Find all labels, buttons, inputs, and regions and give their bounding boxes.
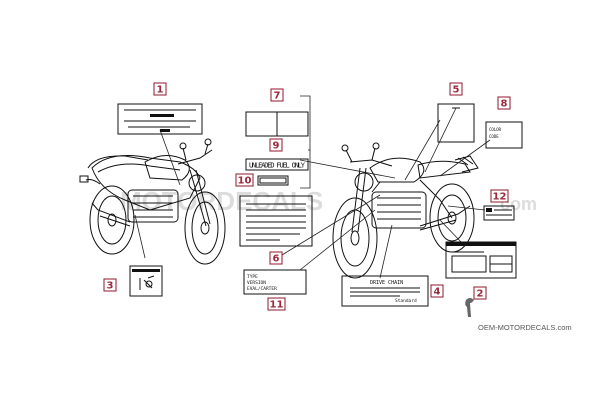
decal-8-code: CODE [489, 134, 499, 139]
callout-1: 1 [153, 82, 167, 96]
brand-logo: OEM-MOTORDECALS.com [465, 298, 572, 332]
callout-3-label: 3 [107, 281, 114, 292]
callout-3: 3 [103, 278, 117, 292]
decal-6 [239, 195, 313, 247]
callout-10-label: 10 [238, 176, 252, 187]
decal-4-standard: Standard [395, 298, 417, 304]
decal-9: UNLEADED FUEL ONLY [245, 158, 309, 171]
callout-4-label: 4 [434, 287, 441, 298]
callout-12-label: 12 [493, 192, 507, 203]
decal-11-type: TYPE [247, 274, 258, 280]
callout-11: 11 [267, 297, 286, 311]
decal-11-version: VERSION [247, 280, 266, 286]
callout-10: 10 [235, 173, 254, 187]
callout-2-label: 2 [477, 289, 484, 300]
callout-6-label: 6 [273, 254, 280, 265]
brand-figure-icon [465, 298, 474, 317]
callout-5: 5 [449, 82, 463, 96]
decal-1 [117, 103, 203, 135]
callout-8-label: 8 [501, 99, 508, 110]
decal-4-title: DRIVE CHAIN [370, 280, 403, 286]
decal-2 [445, 241, 517, 279]
callout-4: 4 [430, 284, 444, 298]
callout-7: 7 [270, 88, 284, 102]
decal-8: COLOR CODE [485, 121, 523, 149]
motorcycle-right-illustration [332, 142, 479, 279]
decal-7 [245, 111, 309, 137]
callout-2: 2 [473, 286, 487, 300]
callout-9-label: 9 [273, 141, 280, 152]
callout-12: 12 [490, 189, 509, 203]
callout-11-label: 11 [270, 300, 284, 311]
callout-8: 8 [497, 96, 511, 110]
callout-7-label: 7 [274, 91, 281, 102]
decal-3 [129, 265, 163, 297]
brand-site-text: OEM-MOTORDECALS.com [478, 323, 572, 332]
decal-8-color: COLOR [489, 127, 502, 132]
decal-11: TYPE VERSION EVAL/CARTER [243, 269, 307, 295]
watermark-left: MOTORDECALS [120, 186, 323, 216]
decal-12 [483, 205, 515, 221]
decal-5 [437, 103, 475, 143]
callout-5-label: 5 [453, 85, 460, 96]
watermark-right: com [500, 194, 537, 214]
callout-1-label: 1 [157, 85, 164, 96]
callout-6: 6 [269, 251, 283, 265]
leader-lines [134, 95, 491, 279]
decal-9-text: UNLEADED FUEL ONLY [249, 162, 306, 170]
decal-11-cc: EVAL/CARTER [247, 286, 277, 292]
decal-10 [257, 175, 289, 186]
decal-4: DRIVE CHAIN Standard [341, 275, 429, 307]
motorcycle-left-illustration [79, 138, 226, 265]
callout-9: 9 [269, 138, 283, 152]
